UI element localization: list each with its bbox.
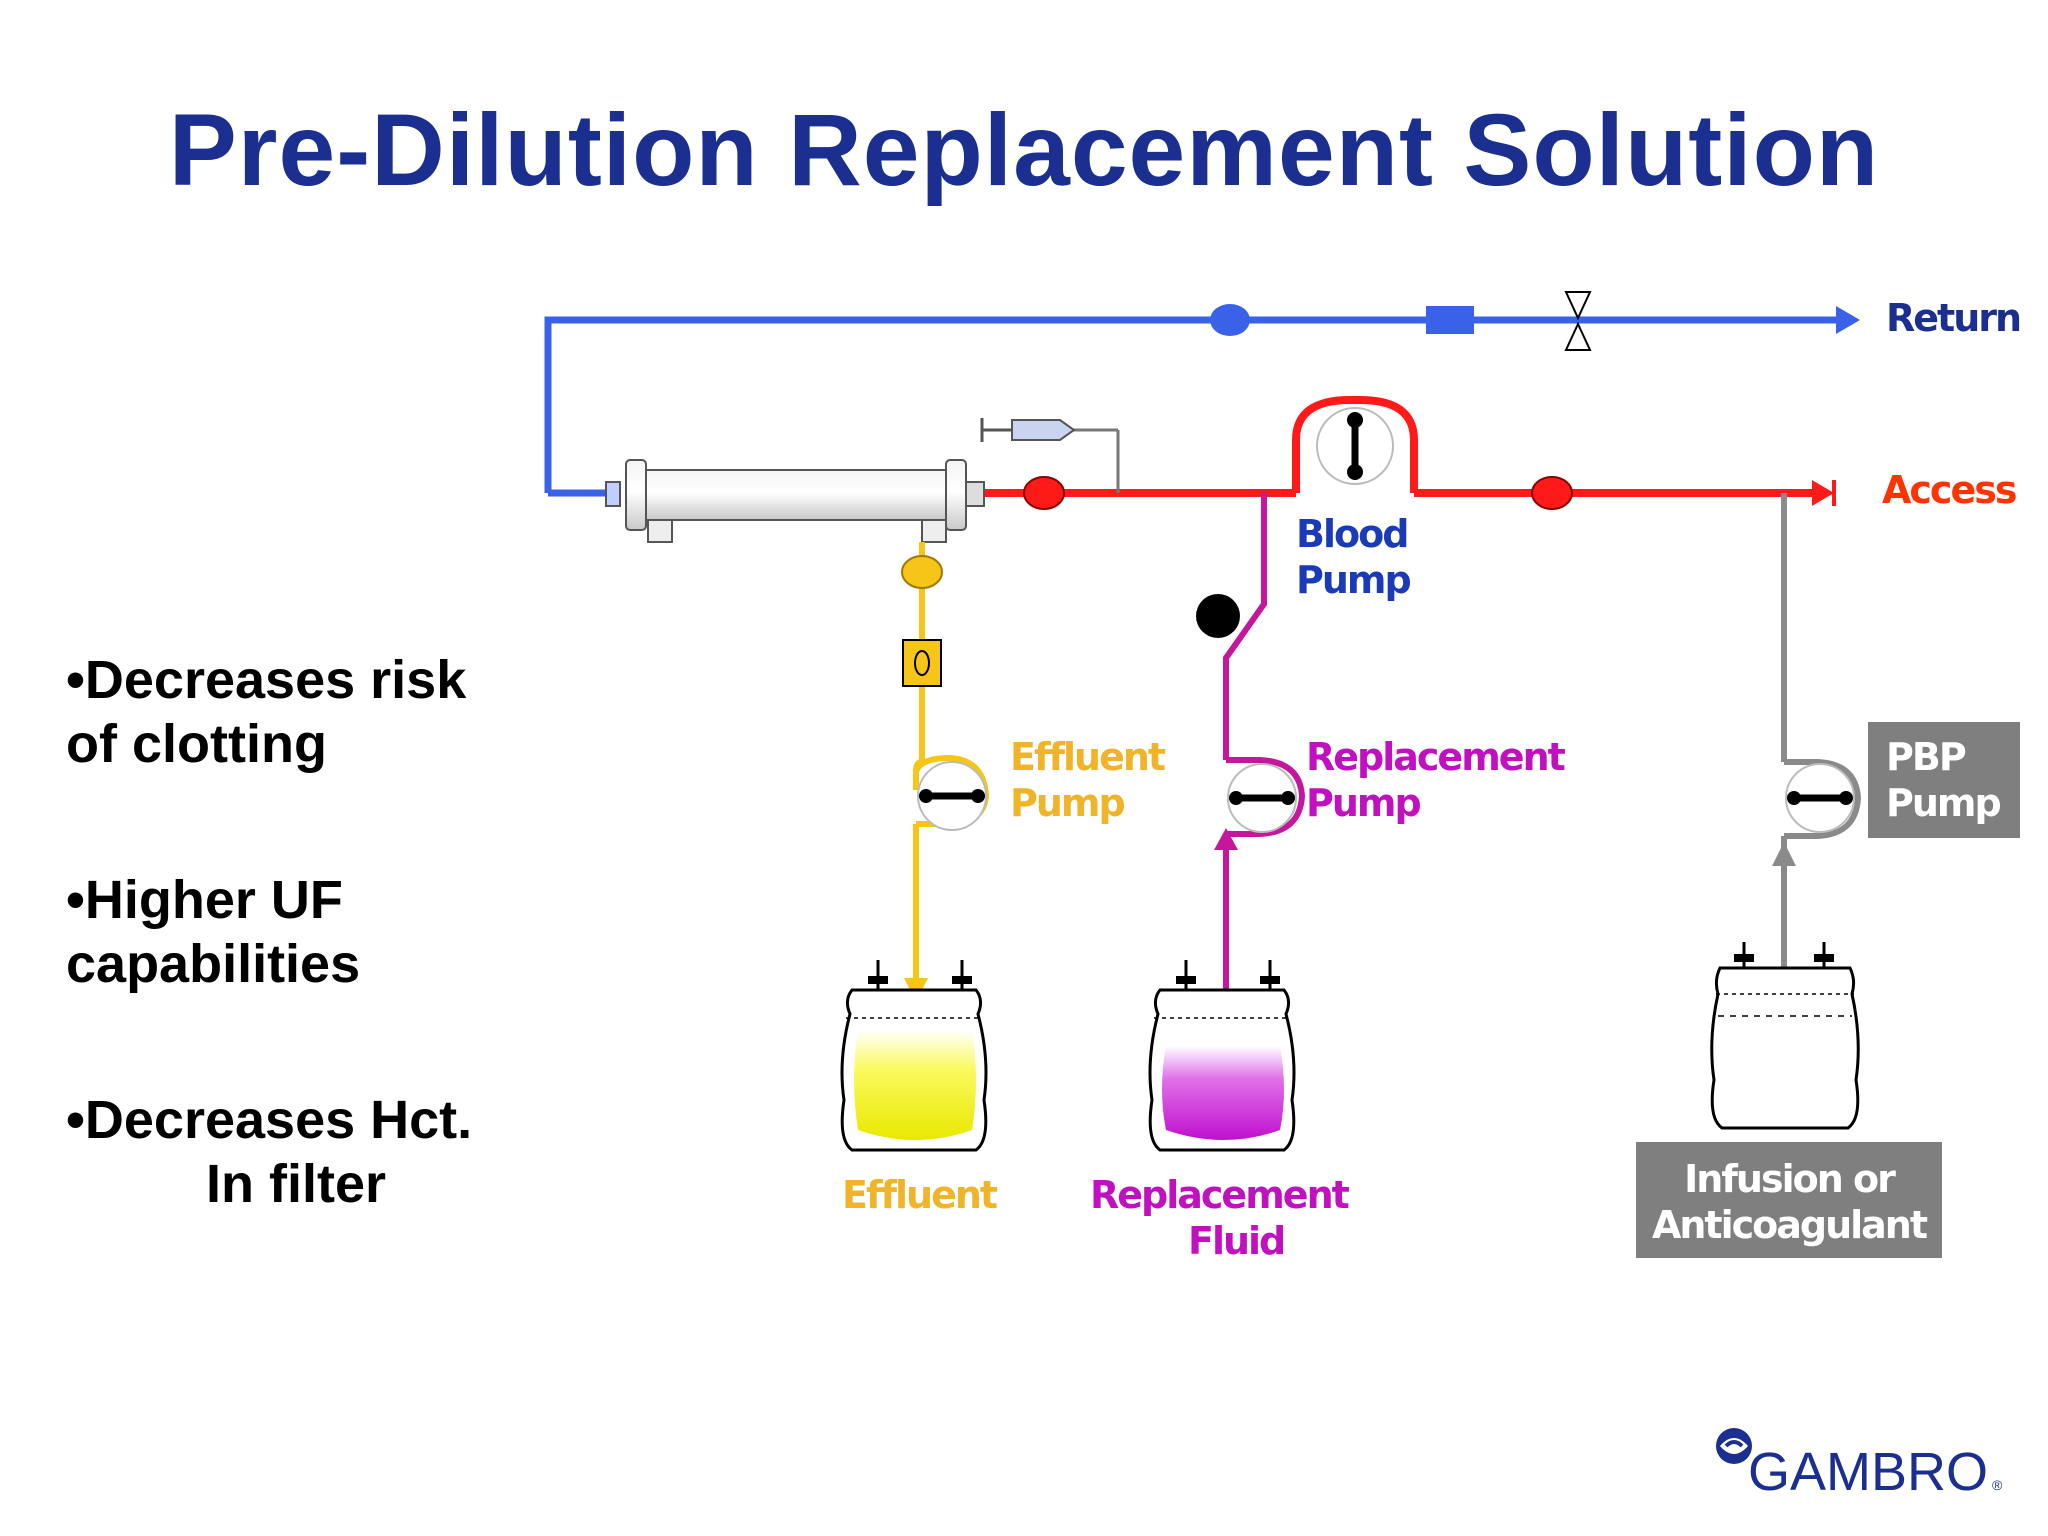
bullet-item-clotting: •Decreases risk of clotting xyxy=(66,648,536,776)
replacement-line xyxy=(1214,493,1306,1006)
replacement-pump-label: Pump xyxy=(1306,781,1420,825)
access-label: Access xyxy=(1882,468,2016,512)
effluent-label: Effluent xyxy=(842,1173,998,1217)
infusion-label: Anticoagulant xyxy=(1652,1203,1928,1247)
bullet-line: In filter xyxy=(66,1152,536,1216)
replacement-fluid-bag-icon xyxy=(1148,960,1296,1152)
blood-pump-label: Blood xyxy=(1296,512,1407,556)
replacement-fluid-label: Replacement xyxy=(1090,1173,1350,1217)
gambro-logo: GAMBRO ® xyxy=(1708,1418,2008,1502)
blood-pump-icon xyxy=(1316,407,1394,485)
effluent-pump-label: Effluent xyxy=(1010,735,1166,779)
bullet-line: •Higher UF xyxy=(66,870,343,930)
blood-leak-detector-icon xyxy=(902,639,942,687)
return-clamp-icon xyxy=(1564,291,1592,351)
registered-mark: ® xyxy=(1992,1477,2003,1493)
effluent-bag-icon xyxy=(840,960,988,1152)
effluent-line xyxy=(901,542,990,1002)
effluent-pump-label: Pump xyxy=(1010,781,1124,825)
replacement-pump-icon xyxy=(1227,763,1297,833)
access-pressure-icon xyxy=(1531,476,1573,510)
replacement-valve-icon xyxy=(1196,594,1240,638)
page-title: Pre-Dilution Replacement Solution xyxy=(168,93,1880,207)
effluent-pump-icon xyxy=(917,761,987,831)
bullet-line-indented: In filter xyxy=(206,1154,387,1214)
bullet-item-uf: •Higher UF capabilities xyxy=(66,868,536,996)
access-pressure-icon xyxy=(1023,476,1065,510)
return-line xyxy=(544,291,1860,497)
replacement-fluid-label: Fluid xyxy=(1188,1219,1284,1263)
pbp-pump-label: PBP xyxy=(1886,735,1966,779)
hemofilter-icon xyxy=(605,459,985,543)
pbp-pump-label-box xyxy=(1868,722,2020,838)
pbp-pump-icon xyxy=(1785,763,1855,833)
bullet-line: •Decreases risk xyxy=(66,650,467,710)
syringe-icon xyxy=(980,418,1120,493)
infusion-bag-icon xyxy=(1710,942,1860,1130)
bullet-list: •Decreases risk of clotting •Higher UF c… xyxy=(66,648,536,1308)
bullet-line: capabilities xyxy=(66,934,361,994)
gambro-logo-mark-icon: GAMBRO ® xyxy=(1716,1428,2003,1502)
access-line xyxy=(984,396,1836,510)
infusion-label: Infusion or xyxy=(1684,1157,1896,1201)
air-detector-icon xyxy=(1210,304,1250,336)
infusion-label-box xyxy=(1636,1142,1942,1258)
effluent-pressure-icon xyxy=(901,555,943,589)
pbp-pump-label: Pump xyxy=(1886,781,2000,825)
return-chamber-icon xyxy=(1426,306,1474,334)
bullet-item-hct: •Decreases Hct. In filter xyxy=(66,1088,536,1216)
access-clamp-icon xyxy=(1812,480,1834,506)
bullet-line: •Decreases Hct. xyxy=(66,1090,473,1150)
pbp-line xyxy=(1772,493,1862,990)
blood-pump-label: Pump xyxy=(1296,558,1410,602)
return-label: Return xyxy=(1886,296,2020,340)
bullet-line: of clotting xyxy=(66,714,327,774)
replacement-pump-label: Replacement xyxy=(1306,735,1566,779)
gambro-logo-text: GAMBRO xyxy=(1748,1442,1988,1498)
